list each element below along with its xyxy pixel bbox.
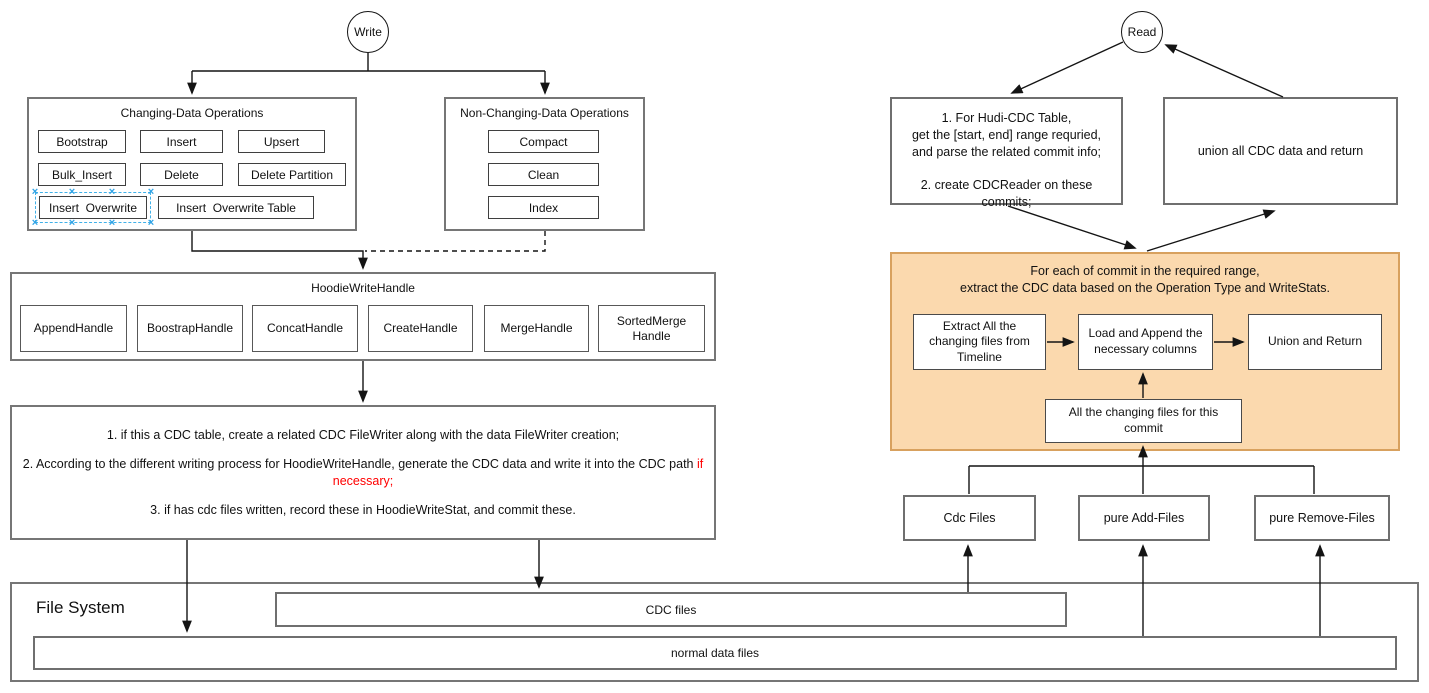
op-delete-partition[interactable]: Delete Partition [238, 163, 346, 186]
step-extract-changing-files[interactable]: Extract All the changing files from Time… [913, 314, 1046, 370]
prepare-line: 2. create CDCReader on these [920, 177, 1093, 192]
handle-merge[interactable]: MergeHandle [484, 305, 589, 352]
hoodie-write-handle-title: HoodieWriteHandle [311, 281, 415, 295]
file-system-title: File System [36, 598, 125, 617]
connector-non-changing-dashed [365, 231, 546, 252]
cdc-files-storage-box[interactable]: CDC files [275, 592, 1067, 627]
op-insert-overwrite-table[interactable]: Insert Overwrite Table [158, 196, 314, 219]
handle-append[interactable]: AppendHandle [20, 305, 127, 352]
read-start-node[interactable]: Read [1121, 11, 1163, 53]
union-return-label: union all CDC data and return [1197, 143, 1364, 158]
read-prepare-box[interactable]: 1. For Hudi-CDC Table, get the [start, e… [890, 97, 1123, 209]
cdc-files-group-box[interactable]: Cdc Files [903, 495, 1036, 541]
changing-data-operations-title: Changing-Data Operations [120, 106, 264, 120]
op-bootstrap[interactable]: Bootstrap [38, 130, 126, 153]
handle-sorted-merge[interactable]: SortedMerge Handle [598, 305, 705, 352]
prepare-line: and parse the related commit info; [912, 144, 1101, 159]
op-delete[interactable]: Delete [140, 163, 223, 186]
connector-prepare-to-panel [1007, 205, 1137, 250]
normal-data-files-storage-box[interactable]: normal data files [33, 636, 1397, 670]
prepare-line: get the [start, end] range requried, [911, 127, 1101, 142]
extract-panel-title-line1: For each of commit in the required range… [1030, 264, 1260, 278]
op-insert[interactable]: Insert [140, 130, 223, 153]
connector-changing-to-handle [191, 231, 368, 270]
op-clean[interactable]: Clean [488, 163, 599, 186]
cdc-note-3: 3. if has cdc files written, record thes… [150, 503, 576, 518]
pure-add-files-box[interactable]: pure Add-Files [1078, 495, 1210, 541]
pure-remove-files-box[interactable]: pure Remove-Files [1254, 495, 1390, 541]
step-union-and-return[interactable]: Union and Return [1248, 314, 1382, 370]
connector-union-to-read [1164, 44, 1284, 98]
cdc-note-2-text: 2. According to the different writing pr… [22, 457, 694, 472]
cdc-note-2: 2. According to the different writing pr… [22, 456, 704, 489]
prepare-line: 1. For Hudi-CDC Table, [941, 111, 1072, 125]
handle-boostrap[interactable]: BoostrapHandle [137, 305, 243, 352]
write-start-label: Write [354, 25, 382, 39]
union-return-box[interactable]: union all CDC data and return [1163, 97, 1398, 205]
op-compact[interactable]: Compact [488, 130, 599, 153]
cdc-note-2-highlight: if necessary; [332, 457, 704, 488]
op-insert-overwrite[interactable]: Insert Overwrite [39, 196, 147, 219]
op-index[interactable]: Index [488, 196, 599, 219]
connector-panel-to-union [1146, 209, 1276, 252]
cdc-write-notes-box[interactable]: 1. if this a CDC table, create a related… [10, 405, 716, 540]
handle-create[interactable]: CreateHandle [368, 305, 473, 352]
cdc-note-1: 1. if this a CDC table, create a related… [106, 427, 620, 442]
connector-read-to-prepare [1010, 41, 1124, 94]
write-start-node[interactable]: Write [347, 11, 389, 53]
read-start-label: Read [1127, 25, 1157, 39]
handle-concat[interactable]: ConcatHandle [252, 305, 358, 352]
step-load-append-columns[interactable]: Load and Append the necessary columns [1078, 314, 1213, 370]
op-upsert[interactable]: Upsert [238, 130, 325, 153]
op-bulk-insert[interactable]: Bulk_Insert [38, 163, 126, 186]
changing-files-for-commit-box[interactable]: All the changing files for this commit [1045, 399, 1242, 443]
extract-panel-title-line2: extract the CDC data based on the Operat… [960, 280, 1330, 295]
prepare-line: commits; [981, 194, 1032, 209]
extract-panel-title: For each of commit in the required range… [892, 263, 1398, 297]
non-changing-data-operations-title: Non-Changing-Data Operations [460, 106, 629, 120]
